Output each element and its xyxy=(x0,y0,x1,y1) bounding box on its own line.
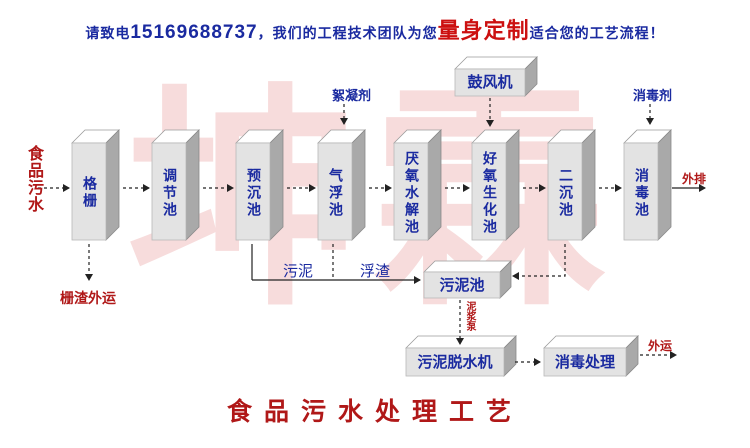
box-label-sludge_disinfection: 消毒处理 xyxy=(554,353,615,371)
tank-flotation xyxy=(317,129,366,241)
banner-prefix: 请致电 xyxy=(85,26,131,42)
tank-label-presettling: 预沉池 xyxy=(245,167,261,219)
scum-label: 浮渣 xyxy=(360,262,391,280)
input-label: 食品污水 xyxy=(25,145,44,213)
return-sludge-line xyxy=(512,244,566,280)
box-label-dewatering: 污泥脱水机 xyxy=(417,353,493,371)
tank-label-secondary: 二沉池 xyxy=(557,167,573,219)
sludge-pump-label: 泥浆泵 xyxy=(464,301,475,331)
tank-aerobic xyxy=(471,129,520,241)
tank-screen xyxy=(71,129,120,241)
diagram-title: 食品污水处理工艺 xyxy=(226,397,523,426)
banner-suffix: 适合您的工艺流程！ xyxy=(529,26,665,42)
watermark-text: 坤霖 xyxy=(127,65,617,338)
box-label-blower: 鼓风机 xyxy=(467,73,513,91)
coagulant-label: 絮凝剂 xyxy=(332,89,372,104)
tank-disinfection xyxy=(623,129,672,241)
box-label-sludge_tank: 污泥池 xyxy=(439,276,485,294)
tank-label-flotation: 气浮池 xyxy=(327,167,343,219)
phone-number: 15169688737 xyxy=(130,22,258,43)
screenings-label: 栅渣外运 xyxy=(60,291,116,307)
sludge-label: 污泥 xyxy=(283,262,314,280)
banner-highlight: 量身定制 xyxy=(437,19,530,44)
box-sludge_tank xyxy=(423,260,512,299)
disinfectant-label: 消毒剂 xyxy=(633,89,673,104)
tank-label-screen: 格栅 xyxy=(81,176,97,210)
tank-presettling xyxy=(235,129,284,241)
box-blower xyxy=(454,56,538,97)
tank-label-anaerobic: 厌氧水解池 xyxy=(403,150,419,236)
tank-anaerobic xyxy=(393,129,442,241)
tank-label-disinfection: 消毒池 xyxy=(633,167,649,219)
box-sludge_disinfection xyxy=(543,335,639,377)
banner-middle: ，我们的工程技术团队为您 xyxy=(257,26,438,42)
tank-secondary xyxy=(547,129,596,241)
discharge-label: 外排 xyxy=(682,172,707,186)
tank-label-aerobic: 好氧生化池 xyxy=(481,150,497,236)
haul-out-label: 外运 xyxy=(648,339,673,353)
contact-banner: 请致电15169688737，我们的工程技术团队为您量身定制适合您的工艺流程！ xyxy=(0,14,750,50)
tank-equalization xyxy=(151,129,200,241)
tank-label-equalization: 调节池 xyxy=(161,167,177,219)
